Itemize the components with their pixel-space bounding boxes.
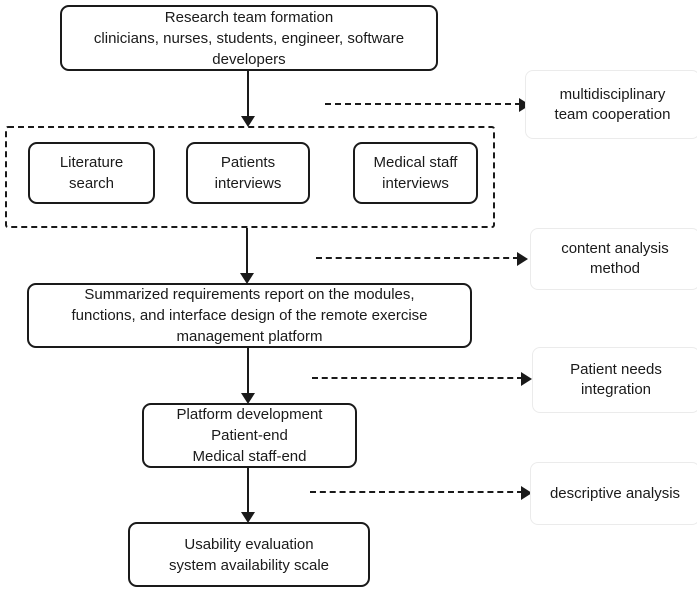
arrow-head-right-icon bbox=[521, 372, 532, 386]
dashed-arrow-shaft bbox=[316, 257, 519, 259]
dashed-arrow-shaft bbox=[312, 377, 523, 379]
arrow-head-right-icon bbox=[519, 98, 530, 112]
dashed-arrow-shaft bbox=[310, 491, 523, 493]
arrow-shaft bbox=[247, 348, 249, 394]
dashed-arrow-to-patient-needs bbox=[312, 372, 532, 386]
down-arrow-group-to-report bbox=[240, 228, 254, 284]
flow-node-patients-interviews: Patients interviews bbox=[186, 142, 310, 204]
arrow-head-down-icon bbox=[241, 116, 255, 127]
arrow-head-down-icon bbox=[241, 393, 255, 404]
flow-node-platform-development: Platform development Patient-end Medical… bbox=[142, 403, 357, 468]
flow-node-research-team-formation: Research team formation clinicians, nurs… bbox=[60, 5, 438, 71]
arrow-shaft bbox=[247, 71, 249, 117]
arrow-shaft bbox=[246, 228, 248, 274]
flow-node-requirements-report: Summarized requirements report on the mo… bbox=[27, 283, 472, 348]
flow-node-medical-staff-interviews: Medical staff interviews bbox=[353, 142, 478, 204]
arrow-head-down-icon bbox=[241, 512, 255, 523]
data-collection-dashed-group bbox=[5, 126, 495, 228]
flow-node-usability-evaluation: Usability evaluation system availability… bbox=[128, 522, 370, 587]
annotation-patient-needs-integration: Patient needs integration bbox=[532, 347, 697, 413]
annotation-multidisciplinary-team-cooperation: multidisciplinary team cooperation bbox=[525, 70, 697, 139]
arrow-head-down-icon bbox=[240, 273, 254, 284]
arrow-head-right-icon bbox=[517, 252, 528, 266]
dashed-arrow-to-multidisciplinary bbox=[325, 98, 530, 112]
annotation-content-analysis-method: content analysis method bbox=[530, 228, 697, 290]
dashed-arrow-to-descriptive-analysis bbox=[310, 486, 532, 500]
dashed-arrow-shaft bbox=[325, 103, 521, 105]
arrow-shaft bbox=[247, 468, 249, 513]
down-arrow-report-to-platform bbox=[241, 348, 255, 404]
down-arrow-team-to-group bbox=[241, 71, 255, 127]
arrow-head-right-icon bbox=[521, 486, 532, 500]
down-arrow-platform-to-usability bbox=[241, 468, 255, 523]
annotation-descriptive-analysis: descriptive analysis bbox=[530, 462, 697, 525]
flow-node-literature-search: Literature search bbox=[28, 142, 155, 204]
dashed-arrow-to-content-analysis bbox=[316, 252, 528, 266]
